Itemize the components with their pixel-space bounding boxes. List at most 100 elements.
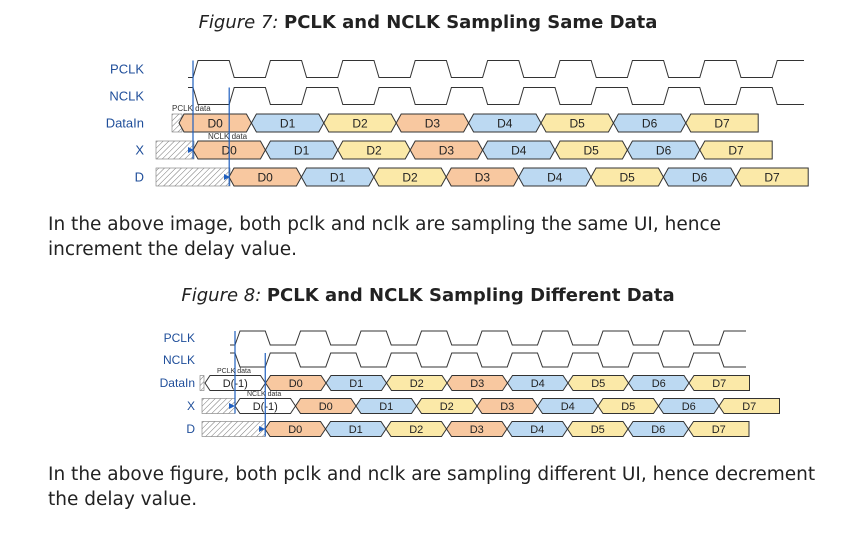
figure7-d-label-d7: D7	[764, 170, 780, 184]
figure7-x-label-d3: D3	[439, 143, 455, 157]
figure8-datain-segment-d3	[446, 375, 509, 391]
figure7-d-arrow-icon	[224, 174, 230, 180]
figure7-datain-segment-d7	[685, 113, 759, 133]
figure7-d-label-d5: D5	[620, 170, 636, 184]
figure8-x-segment-d5	[597, 398, 660, 414]
figure8-nclk-waveform	[230, 352, 746, 368]
figure7-datain-label-d0: D0	[208, 116, 224, 130]
figure7-datain-label-d4: D4	[497, 116, 513, 130]
figure7-x-segment-d1	[264, 140, 339, 160]
figure8-signal-name-d: D	[186, 422, 195, 436]
figure7-caption-title: PCLK and NCLK Sampling Same Data	[284, 12, 658, 33]
figure7-signal-name-datain: DataIn	[106, 115, 144, 130]
figure8-datain-label-d0: D0	[289, 378, 303, 390]
figure8-d-segment-d4	[506, 421, 569, 437]
figure8-x-label-d0: D0	[319, 401, 333, 413]
figure8-timing-diagram: PCLKNCLKDataInXDD(-1)D0D1D2D3D4D5D6D7D(-…	[160, 330, 780, 437]
figure7-datain-label-d1: D1	[280, 116, 296, 130]
figure7-datain-label-d2: D2	[352, 116, 368, 130]
figure7-d-label-d1: D1	[330, 170, 346, 184]
figure8-d-segment-d3	[445, 421, 508, 437]
figure7-d-segment-d4	[518, 167, 592, 187]
figure8-d-label-d6: D6	[651, 424, 665, 436]
figure8-signal-name-pclk: PCLK	[164, 331, 195, 345]
figure7-d-segment-d1	[300, 167, 375, 187]
figure7-datain-segment-d3	[395, 113, 470, 133]
figure8-x-label-d5: D5	[621, 401, 635, 413]
figure8-datain-segment-d2	[385, 375, 448, 391]
figure7-datain-segment-d2	[323, 113, 397, 133]
figure7-x-segment-d6	[626, 140, 701, 160]
figure7-x-label-d1: D1	[294, 143, 310, 157]
figure7-d-label-d3: D3	[475, 170, 491, 184]
undefined-data-hatch	[199, 375, 205, 391]
figure8-nclk-data-label: NCLK data	[247, 391, 281, 398]
figure8-x-label-d3: D3	[500, 401, 514, 413]
figure8-datain-segment-d1	[325, 375, 388, 391]
figure8-x-label-d4: D4	[561, 401, 575, 413]
figure8-x-label-d1: D1	[379, 401, 393, 413]
figure8-x-segment-d4	[536, 398, 599, 414]
figure7-datain-segment-d6	[612, 113, 687, 133]
figure8-datain-label-d6: D6	[652, 378, 666, 390]
figure8-datain-segment-d7	[688, 375, 750, 391]
figure8-d-segment-d1	[324, 421, 387, 437]
figure7-datain-segment-d1	[250, 113, 325, 133]
figure7-datain-label-d7: D7	[714, 116, 730, 130]
undefined-data-hatch	[155, 167, 231, 187]
figure7-x-arrow-icon	[188, 147, 194, 153]
figure8-x-segment-d2	[415, 398, 478, 414]
figure8-d-label-d0: D0	[288, 424, 302, 436]
figure7-x-label-d7: D7	[728, 143, 744, 157]
figure7-d-segment-d2	[373, 167, 447, 187]
figure7-datain-label-d3: D3	[425, 116, 441, 130]
figure7-x-label-d6: D6	[656, 143, 672, 157]
figure8-d-segment-d6	[627, 421, 690, 437]
figure8-signal-name-x: X	[187, 399, 195, 413]
figure7-d-label-d2: D2	[402, 170, 418, 184]
paragraph-figure8-explanation: In the above figure, both pclk and nclk …	[48, 464, 816, 510]
figure7-x-label-d5: D5	[584, 143, 600, 157]
figure8-x-label-d7: D7	[742, 401, 756, 413]
figure7-x-label-d4: D4	[511, 143, 527, 157]
figure8-d-segment-d5	[566, 421, 629, 437]
figure8-x-segment-d0	[294, 398, 357, 414]
figure7-signal-name-x: X	[135, 142, 144, 157]
figure8-d-arrow-icon	[259, 426, 265, 432]
figure7-signal-name-pclk: PCLK	[110, 61, 144, 76]
figure8-x-segment-d1	[355, 398, 418, 414]
figure7-datain-segment-d4	[468, 113, 542, 133]
figure8-x-label-d2: D2	[440, 401, 454, 413]
figure7-d-segment-d3	[445, 167, 520, 187]
figure8-d-segment-d7	[687, 421, 750, 437]
figure8-datain-label-d5: D5	[591, 378, 605, 390]
figure8-x-segment-d6	[657, 398, 720, 414]
figure7-pclk-waveform	[188, 60, 804, 78]
figure7-caption-lead: Figure 7:	[198, 12, 279, 33]
figure7-d-label-d0: D0	[258, 170, 274, 184]
figure7-pclk-data-label: PCLK data	[172, 104, 211, 113]
figure8-datain-label-d2: D2	[410, 378, 424, 390]
figure7-x-label-d2: D2	[366, 143, 382, 157]
figure8-datain-label-d4: D4	[531, 378, 545, 390]
figure8-x-label-d6: D6	[682, 401, 696, 413]
figure7-datain-label-d5: D5	[570, 116, 586, 130]
figure7-signal-name-d: D	[135, 169, 144, 184]
figure7-d-segment-d5	[590, 167, 664, 187]
figure8-datain-segment-d4	[506, 375, 569, 391]
paragraph-figure7-explanation: In the above image, both pclk and nclk a…	[48, 214, 721, 260]
figure8-d-label-d1: D1	[349, 424, 363, 436]
figure7-x-segment-d3	[409, 140, 484, 160]
figure7-d-label-d4: D4	[547, 170, 563, 184]
figure8-d-segment-d2	[385, 421, 448, 437]
figure7-datain-label-d6: D6	[642, 116, 658, 130]
figure8-x-segment-d3	[476, 398, 539, 414]
figure8-caption-title: PCLK and NCLK Sampling Different Data	[266, 285, 675, 306]
figure8-datain-segment-d5	[567, 375, 630, 391]
figure7-x-segment-d7	[699, 140, 773, 160]
figure7-d-label-d6: D6	[692, 170, 708, 184]
figure8-pclk-data-label: PCLK data	[217, 368, 251, 375]
figure8-d-label-d5: D5	[591, 424, 605, 436]
undefined-data-hatch	[201, 421, 266, 437]
figure8-datain-label-d3: D3	[470, 378, 484, 390]
